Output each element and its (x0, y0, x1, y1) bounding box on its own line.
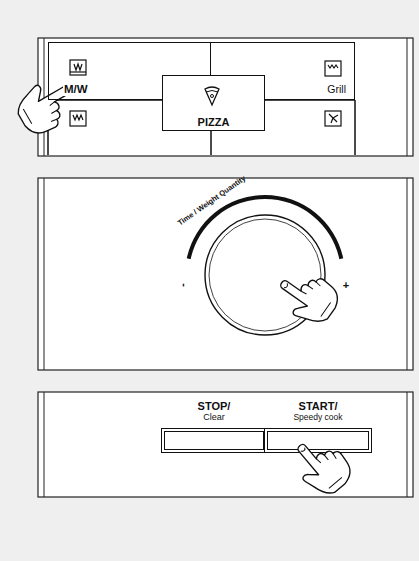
button-label: PIZZA (163, 116, 264, 128)
dial-knob (209, 219, 321, 331)
key-label: START/ (259, 400, 377, 412)
key-sublabel: Clear (156, 413, 272, 423)
panel-edge (407, 38, 408, 156)
control-panel (38, 178, 413, 370)
dial-knob (205, 215, 325, 335)
grill-icon (325, 61, 341, 76)
control-panel (38, 392, 413, 497)
pizza-icon (210, 95, 213, 98)
dial-sign: + (343, 279, 349, 291)
pizza-button: PIZZA (162, 75, 265, 131)
control-panel (38, 38, 413, 156)
panel-edge (44, 178, 45, 370)
key-button (161, 428, 267, 453)
panel-edge (44, 392, 45, 497)
control-dial: Time / Weight Quantity-+ (175, 185, 355, 365)
button-label: Grill (326, 84, 347, 96)
panel-edge (44, 38, 45, 156)
key-button (264, 428, 372, 453)
button-label: M/W (63, 83, 89, 96)
panel-edge (407, 178, 408, 370)
dial-sign: - (179, 283, 191, 287)
pizza-icon (202, 85, 222, 107)
key-sublabel: Speedy cook (259, 413, 377, 422)
stop-key: STOP/Clear (156, 398, 272, 456)
key-label: STOP/ (156, 400, 272, 412)
fan-icon (325, 111, 341, 126)
combi-icon (70, 111, 86, 126)
pizza-icon (206, 91, 218, 93)
microwave-icon (70, 60, 86, 75)
pizza-icon (205, 87, 219, 105)
start-key: START/Speedy cook (259, 398, 377, 456)
panel-edge (407, 392, 408, 497)
